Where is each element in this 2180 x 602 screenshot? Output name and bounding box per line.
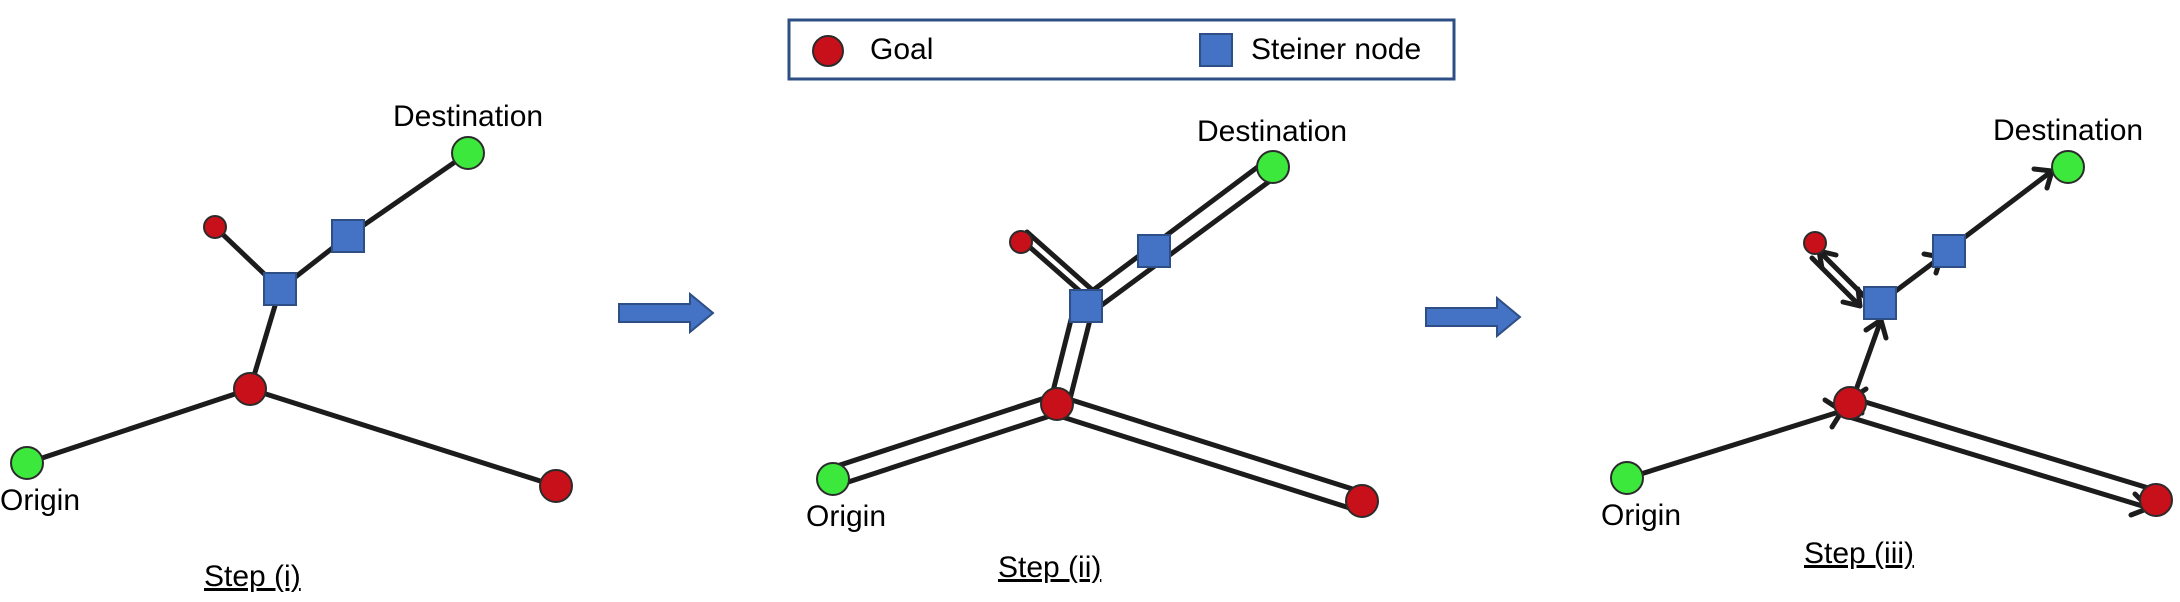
step-1-label: Step (i) [204, 560, 301, 593]
step-2-label: Step (ii) [998, 551, 1101, 584]
destination-label: Destination [393, 100, 543, 133]
legend-box [787, 18, 1456, 81]
edge [1056, 393, 1365, 495]
goal-node [539, 469, 573, 503]
steiner-node [331, 219, 365, 253]
steiner-node [263, 272, 297, 306]
goal-node [1040, 387, 1074, 421]
steiner-node [1069, 289, 1103, 323]
arrowhead [1840, 286, 1863, 309]
destination-node [2051, 150, 2085, 184]
edge [1946, 168, 2055, 252]
edge [1077, 157, 1270, 303]
goal-node [1803, 231, 1827, 255]
steiner-node [1137, 234, 1171, 268]
legend-steiner-label: Steiner node [1251, 33, 1421, 66]
origin-label: Origin [806, 500, 886, 533]
edge [1809, 255, 1863, 309]
legend: Goal Steiner node [787, 18, 1456, 81]
origin-node [1610, 461, 1644, 495]
edge [1843, 413, 2152, 511]
origin-label: Origin [0, 484, 80, 517]
destination-node [451, 136, 485, 170]
goal-node [203, 215, 227, 239]
step-3-label: Step (iii) [1804, 537, 1914, 570]
goal-node [2139, 483, 2173, 517]
destination-label: Destination [1197, 115, 1347, 148]
edge [833, 410, 1062, 489]
transition-arrow-icon [618, 291, 715, 335]
destination-label: Destination [1993, 114, 2143, 147]
legend-goal-label: Goal [870, 33, 933, 66]
legend-steiner-icon [1199, 33, 1233, 67]
edge [1849, 395, 2158, 493]
origin-label: Origin [1601, 499, 1681, 532]
step-3-panel: Destination Origin Step (iii) [1601, 114, 2173, 570]
goal-node [1833, 386, 1867, 420]
step-1-panel: Destination Origin Step (i) [0, 100, 573, 593]
edge [247, 386, 559, 489]
edge [1050, 411, 1359, 513]
origin-node [816, 462, 850, 496]
edge [828, 392, 1057, 471]
step-2-panel: Destination Origin Step (ii) [806, 115, 1379, 584]
edge [1625, 408, 1845, 481]
transition-arrow-icon [1425, 295, 1522, 339]
goal-node [1009, 230, 1033, 254]
steiner-node [1863, 286, 1897, 320]
edge [1024, 229, 1101, 298]
edge [1065, 305, 1096, 410]
edge [1088, 172, 1281, 316]
destination-node [1256, 150, 1290, 184]
edge [24, 386, 253, 466]
legend-goal-icon [812, 35, 844, 67]
goal-node [233, 372, 267, 406]
origin-node [10, 446, 44, 480]
goal-node [1345, 484, 1379, 518]
edge [345, 150, 471, 239]
steiner-node [1932, 234, 1966, 268]
